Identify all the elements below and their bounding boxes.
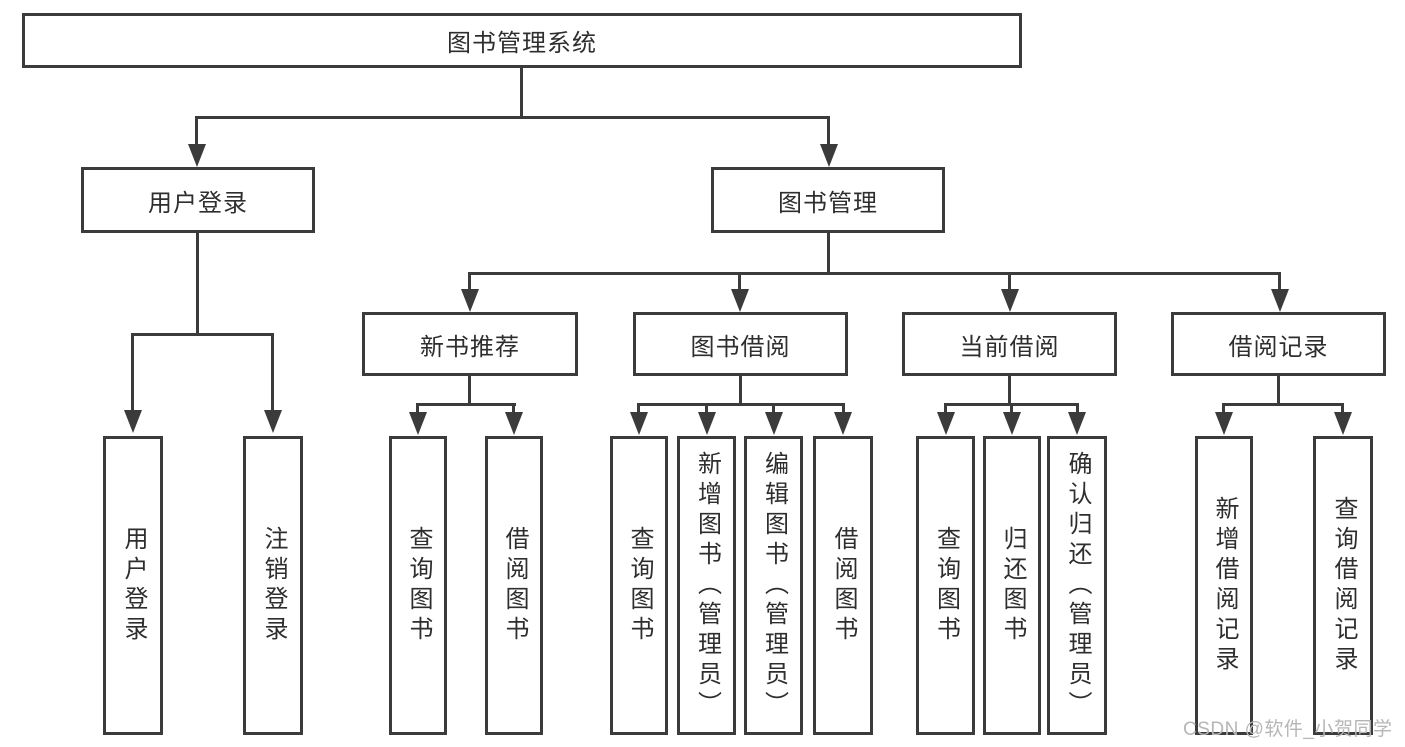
arrowhead-icon	[765, 412, 783, 435]
arrowhead-icon	[409, 412, 427, 435]
leaf-user-login-label: 用户登录	[120, 525, 147, 646]
node-new-book-recommend-label: 新书推荐	[420, 333, 520, 361]
connector-line	[271, 333, 274, 411]
connector-line	[637, 403, 640, 414]
arrowhead-icon	[1215, 412, 1233, 435]
arrowhead-icon	[820, 144, 838, 167]
leaf-query-books-recommend: 查询图书	[389, 436, 447, 735]
connector-line	[1278, 272, 1281, 290]
leaf-confirm-return-admin: 确认归还（管理员）	[1047, 436, 1107, 735]
csdn-watermark: CSDN @软件_小贺同学	[1183, 719, 1393, 740]
leaf-logout: 注销登录	[243, 436, 303, 735]
leaf-borrow-books: 借阅图书	[813, 436, 873, 735]
connector-line	[944, 403, 947, 414]
connector-line	[416, 403, 419, 414]
leaf-edit-books-admin: 编辑图书（管理员）	[744, 436, 803, 735]
node-user-login: 用户登录	[81, 167, 315, 233]
node-book-management: 图书管理	[711, 167, 945, 233]
connector-line	[1008, 272, 1011, 290]
arrowhead-icon	[630, 412, 648, 435]
connector-line	[468, 272, 471, 290]
leaf-query-books-borrow: 查询图书	[610, 436, 668, 735]
arrowhead-icon	[461, 289, 479, 312]
connector-line	[195, 116, 198, 146]
connector-line	[1008, 375, 1011, 406]
arrowhead-icon	[937, 412, 955, 435]
node-root: 图书管理系统	[22, 13, 1022, 68]
arrowhead-icon	[1001, 289, 1019, 312]
node-current-borrow: 当前借阅	[902, 312, 1117, 376]
connector-line	[131, 333, 134, 411]
connector-line	[1076, 403, 1079, 414]
arrowhead-icon	[834, 412, 852, 435]
connector-line	[739, 375, 742, 406]
connector-line	[842, 403, 845, 414]
node-book-management-label: 图书管理	[778, 189, 878, 217]
connector-line	[196, 232, 199, 336]
arrowhead-icon	[1271, 289, 1289, 312]
connector-line	[1222, 403, 1225, 414]
connector-line	[1010, 403, 1013, 414]
connector-line	[738, 272, 741, 290]
connector-line	[195, 116, 830, 119]
connector-line	[637, 403, 845, 406]
leaf-return-books: 归还图书	[983, 436, 1041, 735]
leaf-confirm-return-admin-label: 确认归还（管理员）	[1064, 450, 1091, 721]
node-user-login-label: 用户登录	[148, 189, 248, 217]
leaf-query-books-current-label: 查询图书	[932, 525, 960, 646]
connector-line	[468, 375, 471, 406]
connector-line	[827, 116, 830, 146]
connector-line	[512, 403, 515, 414]
connector-line	[827, 232, 830, 275]
arrowhead-icon	[1003, 412, 1021, 435]
node-current-borrow-label: 当前借阅	[959, 333, 1060, 361]
connector-line	[772, 403, 775, 414]
connector-line	[131, 333, 274, 336]
leaf-query-borrow-record-label: 查询借阅记录	[1330, 495, 1357, 676]
leaf-return-books-label: 归还图书	[999, 525, 1026, 646]
leaf-add-books-admin-label: 新增图书（管理员）	[693, 450, 721, 721]
leaf-query-books-recommend-label: 查询图书	[405, 525, 432, 646]
arrowhead-icon	[188, 144, 206, 167]
arrowhead-icon	[731, 289, 749, 312]
leaf-borrow-books-recommend-label: 借阅图书	[501, 525, 528, 646]
node-borrow-record: 借阅记录	[1171, 312, 1386, 376]
leaf-query-books-current: 查询图书	[916, 436, 975, 735]
node-borrow-record-label: 借阅记录	[1228, 333, 1329, 361]
arrowhead-icon	[1068, 412, 1086, 435]
arrowhead-icon	[1334, 412, 1352, 435]
connector-line	[705, 403, 708, 414]
leaf-user-login: 用户登录	[103, 436, 163, 735]
leaf-logout-label: 注销登录	[260, 525, 287, 646]
leaf-query-borrow-record: 查询借阅记录	[1313, 436, 1373, 735]
leaf-query-books-borrow-label: 查询图书	[626, 525, 653, 646]
arrowhead-icon	[124, 410, 142, 433]
leaf-add-books-admin: 新增图书（管理员）	[677, 436, 736, 735]
connector-line	[520, 67, 523, 119]
connector-line	[1222, 403, 1344, 406]
node-book-borrow-label: 图书借阅	[690, 333, 791, 361]
leaf-add-borrow-record-label: 新增借阅记录	[1211, 495, 1238, 676]
node-new-book-recommend: 新书推荐	[362, 312, 578, 376]
leaf-borrow-books-label: 借阅图书	[830, 525, 857, 646]
leaf-borrow-books-recommend: 借阅图书	[485, 436, 543, 735]
connector-line	[1341, 403, 1344, 414]
connector-line	[416, 403, 516, 406]
node-root-label: 图书管理系统	[447, 30, 597, 57]
leaf-edit-books-admin-label: 编辑图书（管理员）	[760, 450, 788, 721]
arrowhead-icon	[264, 410, 282, 433]
node-book-borrow: 图书借阅	[633, 312, 848, 376]
connector-line	[468, 272, 1281, 275]
leaf-add-borrow-record: 新增借阅记录	[1195, 436, 1253, 735]
arrowhead-icon	[505, 412, 523, 435]
connector-line	[1277, 375, 1280, 406]
arrowhead-icon	[698, 412, 716, 435]
